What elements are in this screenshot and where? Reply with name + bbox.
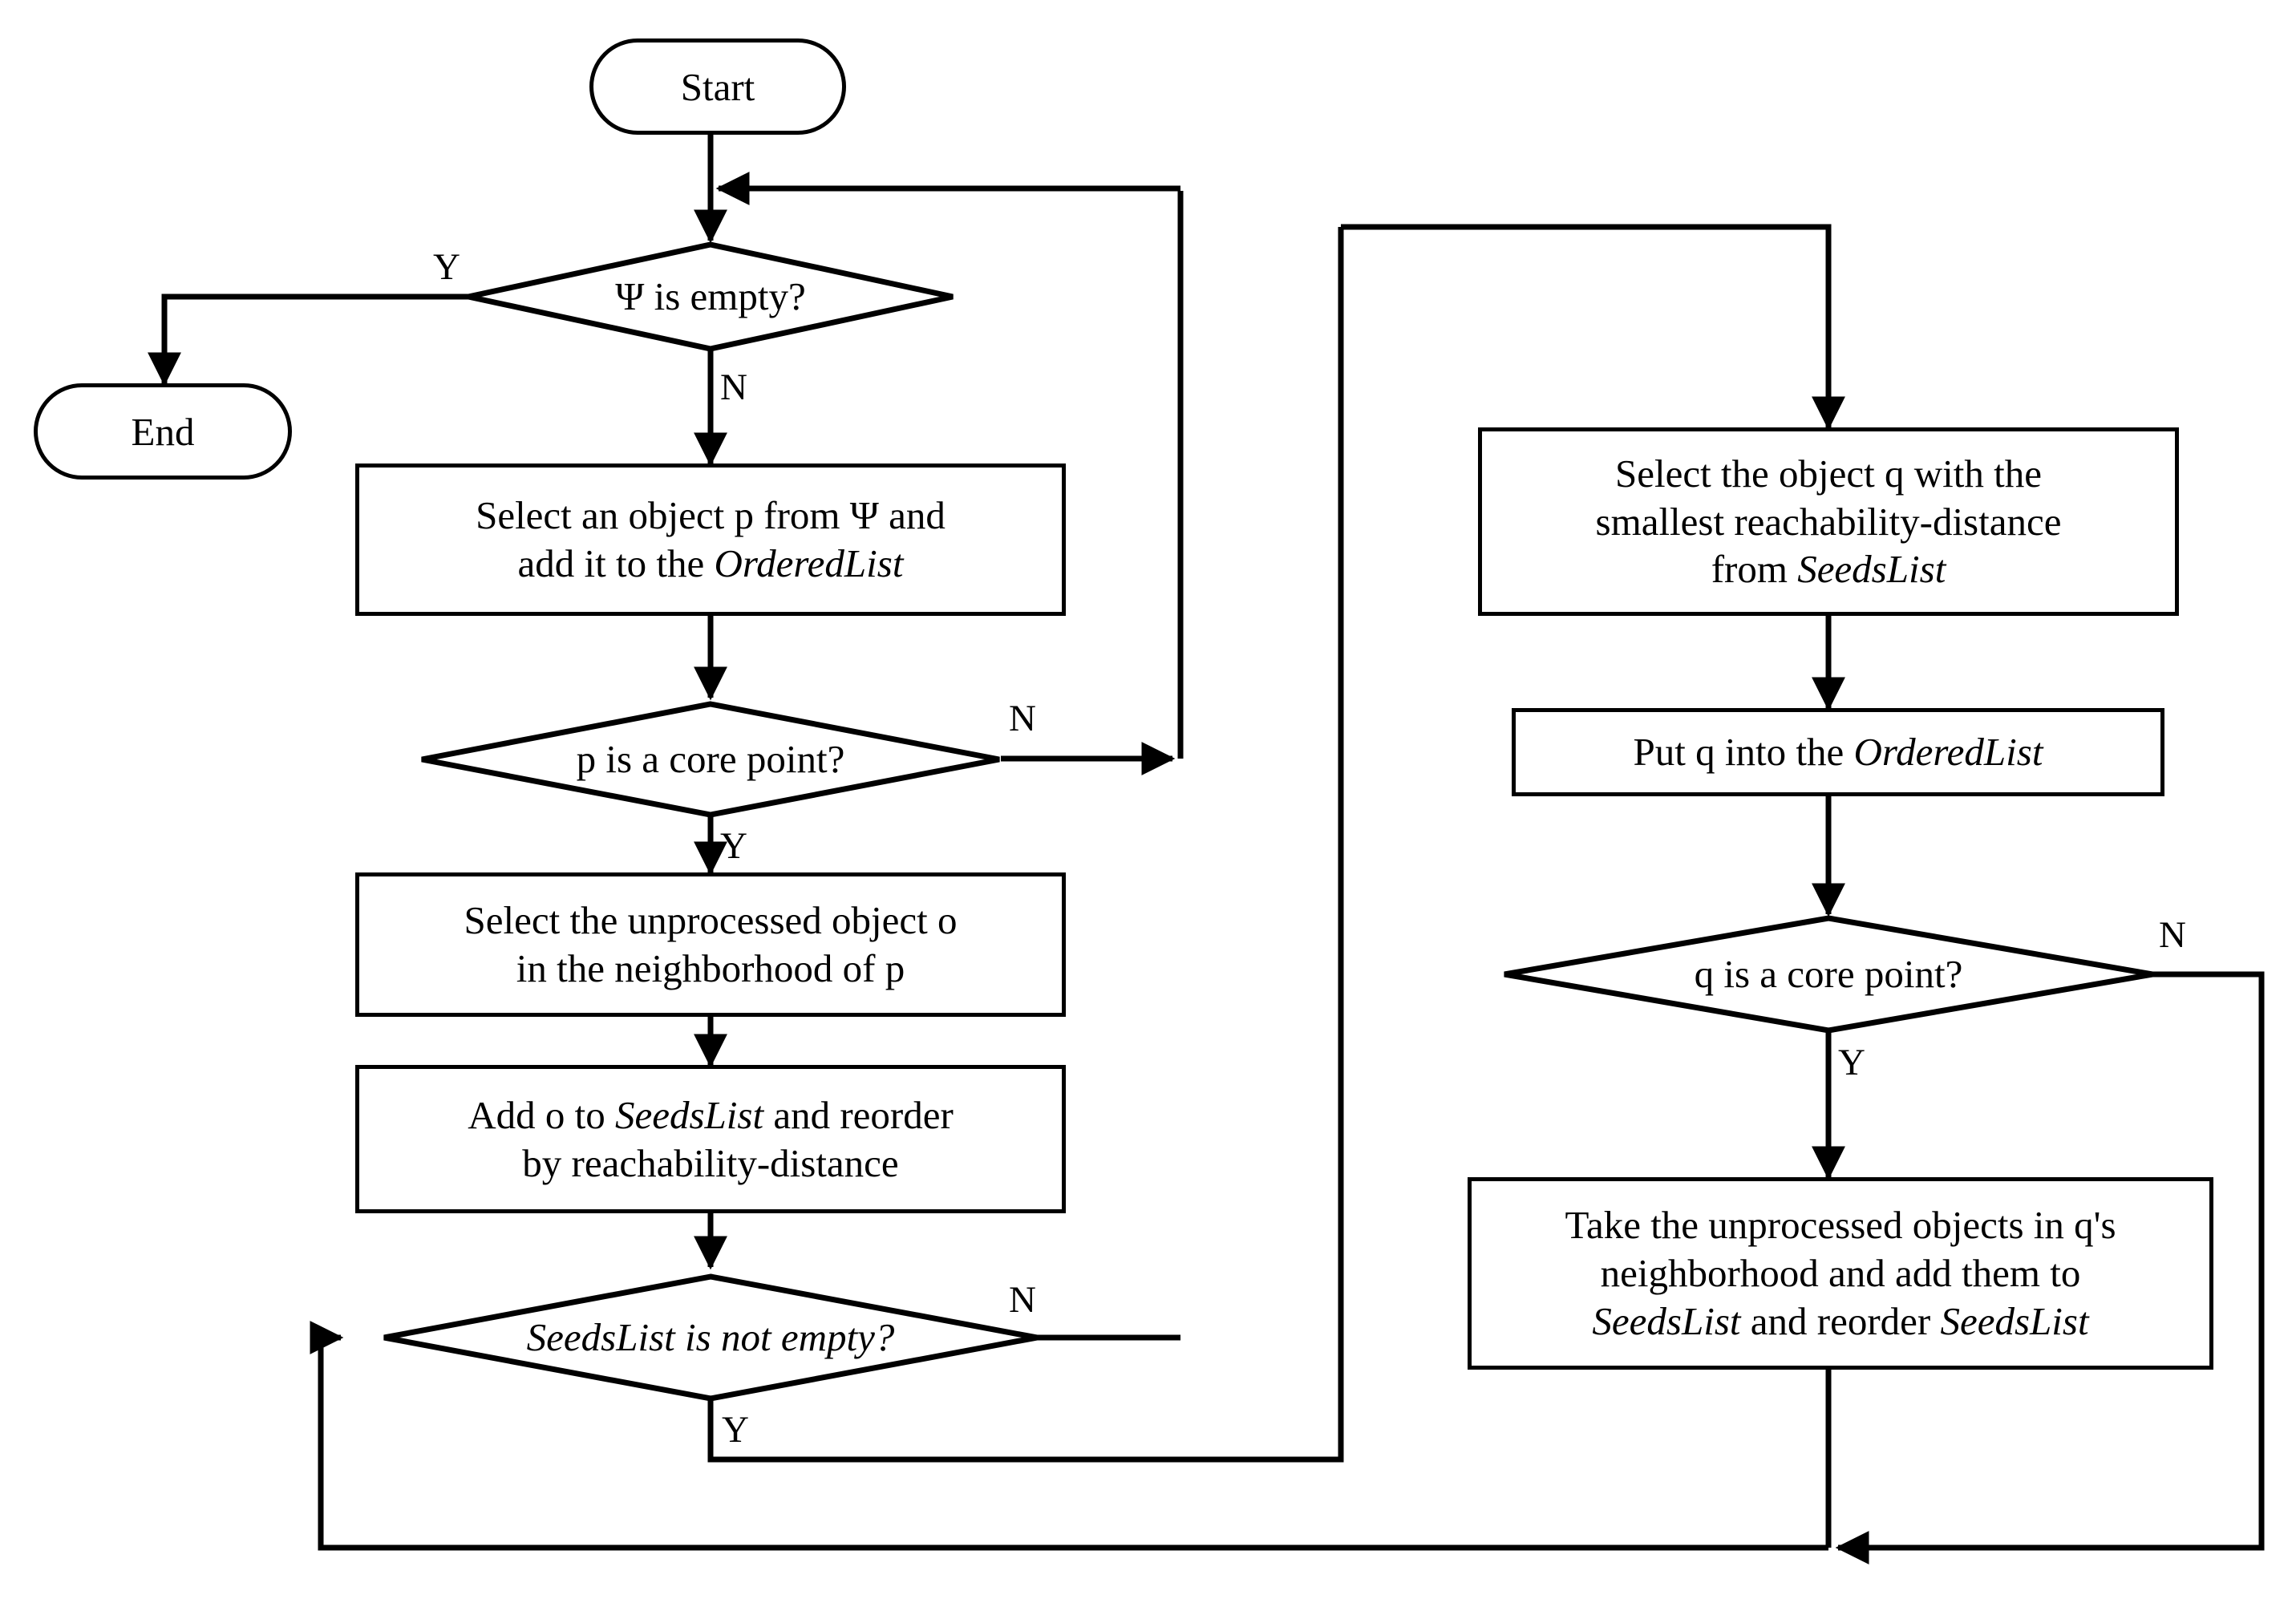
node-select-o-text: Select the unprocessed object o in the n… [464,897,957,993]
node-select-q-line2: smallest reachability-distance [1595,499,2062,544]
node-take-objects-text: Take the unprocessed objects in q's neig… [1565,1201,2116,1345]
edge-label-seeds-no: N [1009,1279,1036,1321]
node-add-o-text: Add o to SeedsList and reorder by reacha… [468,1091,954,1188]
node-put-q[interactable]: Put q into the OrderedList [1512,708,2164,796]
node-start-label: Start [680,64,755,109]
edge-label-psi-yes: Y [433,246,460,288]
diamond-q-core [1504,915,2153,1034]
node-start[interactable]: Start [589,38,846,135]
node-put-q-prefix: Put q into the [1633,730,1854,775]
node-take-objects-line1: Take the unprocessed objects in q's [1565,1203,2116,1248]
node-select-o[interactable]: Select the unprocessed object o in the n… [355,872,1066,1017]
edge-label-p-core-no: N [1009,698,1036,739]
edge-label-seeds-yes: Y [722,1409,749,1451]
node-take-objects-line2: neighborhood and add them to [1600,1251,2081,1296]
node-end[interactable]: End [34,383,292,480]
node-select-o-line2: in the neighborhood of p [516,946,905,990]
node-select-q[interactable]: Select the object q with the smallest re… [1478,427,2179,616]
diamond-p-core [421,701,1000,818]
node-select-q-line3-prefix: from [1711,547,1798,592]
node-take-objects[interactable]: Take the unprocessed objects in q's neig… [1468,1177,2213,1370]
node-select-p-text: Select an object p from Ψ and add it to … [476,492,946,588]
node-select-q-text: Select the object q with the smallest re… [1596,450,2062,593]
node-select-p-line2-prefix: add it to the [517,541,715,585]
edge-label-q-core-yes: Y [1838,1042,1865,1083]
edge-psi-yes-to-end [148,293,472,387]
node-add-o-line1-italic: SeedsList [614,1092,764,1137]
node-select-q-line1: Select the object q with the [1614,451,2043,496]
edge-bottom-return-to-seeds [310,1321,1828,1551]
diamond-psi-empty [468,241,954,352]
node-select-p-line1: Select an object p from Ψ and [476,493,946,538]
edge-label-psi-no: N [720,366,747,408]
node-add-o-line1-prefix: Add o to [468,1092,615,1137]
node-select-o-line1: Select the unprocessed object o [464,898,958,943]
diamond-seeds-not-empty [383,1273,1038,1402]
node-add-o-line2: by reachability-distance [522,1140,899,1185]
node-take-objects-line3-italic-a: SeedsList [1592,1298,1741,1343]
edge-bridge-to-select-q [1341,224,1845,431]
node-end-label: End [131,409,195,454]
node-add-o-line1-suffix: and reorder [763,1092,954,1137]
node-take-objects-line3-italic-b: SeedsList [1940,1298,2089,1343]
node-add-o[interactable]: Add o to SeedsList and reorder by reacha… [355,1065,1066,1213]
edge-seeds-yes-to-right-column [707,227,1344,1463]
node-take-objects-line3-mid: and reorder [1740,1298,1941,1343]
node-put-q-text: Put q into the OrderedList [1634,728,2043,776]
edge-label-p-core-yes: Y [720,825,747,867]
edge-label-q-core-no: N [2159,914,2186,956]
node-select-p[interactable]: Select an object p from Ψ and add it to … [355,463,1066,616]
node-select-p-line2-italic: OrderedList [714,541,904,585]
node-select-q-line3-italic: SeedsList [1797,547,1946,592]
node-put-q-italic: OrderedList [1853,730,2043,775]
edge-q-core-no-loop [1835,971,2265,1565]
